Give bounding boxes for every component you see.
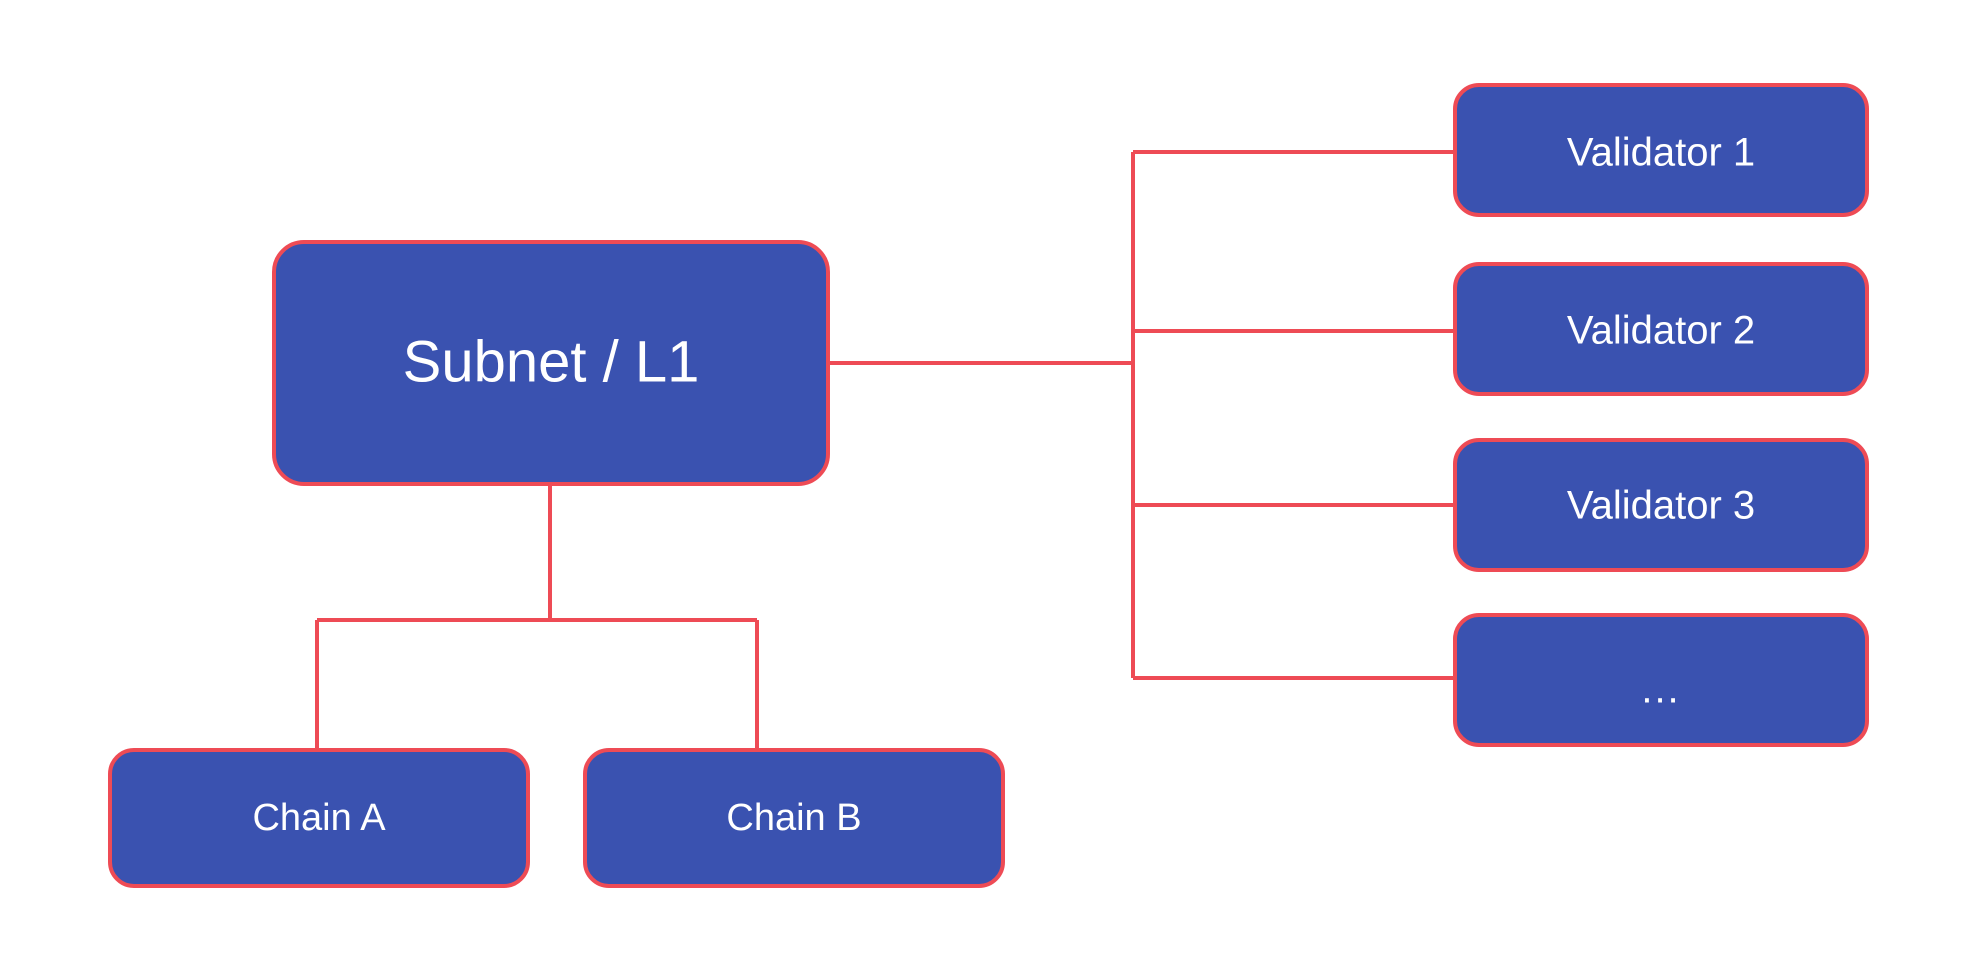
node-validator-2[interactable]: Validator 2 [1453, 262, 1869, 396]
node-validator-3[interactable]: Validator 3 [1453, 438, 1869, 572]
node-validator-1-label: Validator 1 [1567, 131, 1755, 175]
node-validator-more-shape [1453, 613, 1869, 747]
node-validator-more[interactable]: ... [1453, 613, 1869, 747]
node-chain-a-label: Chain A [252, 797, 386, 839]
node-validator-2-label: Validator 2 [1567, 309, 1755, 353]
node-chain-b-shape [583, 748, 1005, 888]
node-validator-3-shape [1453, 438, 1869, 572]
node-subnet-l1[interactable]: Subnet / L1 [272, 240, 830, 486]
node-subnet-l1-shape [272, 240, 830, 486]
node-validator-3-label: Validator 3 [1567, 484, 1755, 528]
node-chain-b[interactable]: Chain B [583, 748, 1005, 888]
node-subnet-l1-label: Subnet / L1 [403, 329, 700, 394]
node-chain-a[interactable]: Chain A [108, 748, 530, 888]
node-chain-a-shape [108, 748, 530, 888]
node-validator-2-shape [1453, 262, 1869, 396]
connector-layer [315, 150, 1455, 750]
node-validator-1[interactable]: Validator 1 [1453, 83, 1869, 217]
node-validator-more-label: ... [1641, 668, 1680, 712]
node-validator-1-shape [1453, 83, 1869, 217]
node-chain-b-label: Chain B [726, 797, 861, 839]
